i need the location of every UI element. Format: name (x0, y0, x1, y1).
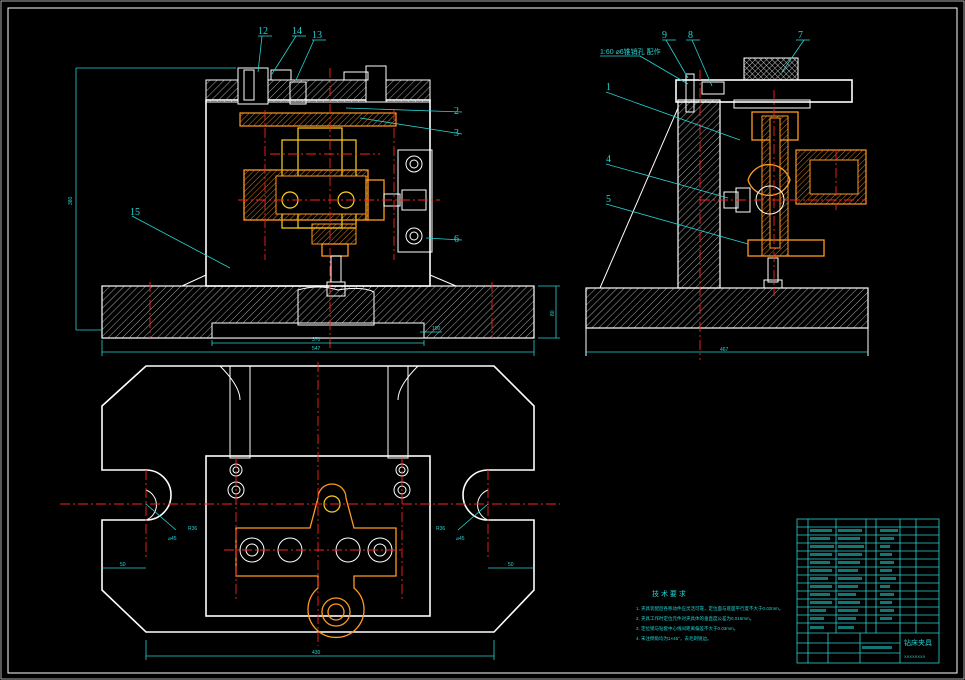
tech-req-item: 3. 定位销与钻套中心线间距离偏差不大于0.03mm。 (636, 625, 738, 632)
dim-plan-right: 50 (508, 562, 514, 568)
side-leaders (600, 39, 810, 245)
dim-base-right: 100 (432, 326, 441, 332)
tech-requirements: 技 术 要 求 1. 夹具装配后各移动件应灵活可靠，定位面与底面平行度不大于0.… (636, 589, 783, 642)
tech-req-title: 技 术 要 求 (652, 589, 686, 598)
dim-phi-left: ⌀45 (168, 536, 177, 542)
balloon-9: 9 (662, 30, 667, 41)
balloon-4: 4 (606, 154, 611, 165)
balloon-7: 7 (798, 30, 803, 41)
balloon-6: 6 (454, 234, 459, 245)
tech-req-item: 1. 夹具装配后各移动件应灵活可靠，定位面与底面平行度不大于0.02mm。 (636, 605, 783, 612)
dim-width-inner: 370 (312, 337, 321, 343)
balloon-12: 12 (258, 26, 268, 37)
balloon-2: 2 (454, 106, 459, 117)
plan-view (60, 362, 560, 660)
dim-width-total: 547 (312, 346, 321, 352)
title-block-number: XXXXXXXX (904, 654, 926, 659)
dim-height-left: 380 (68, 196, 74, 205)
dim-plan-left: 50 (120, 562, 126, 568)
title-block-name: 钻床夹具 (904, 638, 932, 647)
balloon-8: 8 (688, 30, 693, 41)
balloon-13: 13 (312, 30, 322, 41)
dim-plan-width: 430 (312, 650, 321, 656)
balloon-5: 5 (606, 194, 611, 205)
dim-base-height: 80 (550, 310, 556, 316)
balloon-15: 15 (130, 207, 140, 218)
dim-side-width: 467 (720, 347, 729, 353)
front-section-view (75, 65, 560, 356)
balloon-1: 1 (606, 82, 611, 93)
bom-rows (797, 519, 939, 663)
tech-req-item: 2. 夹具工作时定位元件对夹具体的垂直度公差为0.015mm。 (636, 615, 754, 622)
bom-text-fill (810, 529, 898, 649)
front-leaders (131, 35, 463, 269)
dim-phi-right: ⌀45 (456, 536, 465, 542)
balloon-3: 3 (454, 128, 459, 139)
balloon-14: 14 (292, 26, 302, 37)
dim-r-right: R36 (436, 526, 445, 532)
side-section-view (585, 57, 869, 360)
section-note: 1:60 ⌀6锥销孔 配作 (600, 47, 661, 56)
title-block: 钻床夹具 XXXXXXXX (796, 518, 940, 664)
tech-req-item: 4. 未注倒角均为1×45°，去毛刺锐边。 (636, 635, 711, 642)
dim-r-left: R36 (188, 526, 197, 532)
